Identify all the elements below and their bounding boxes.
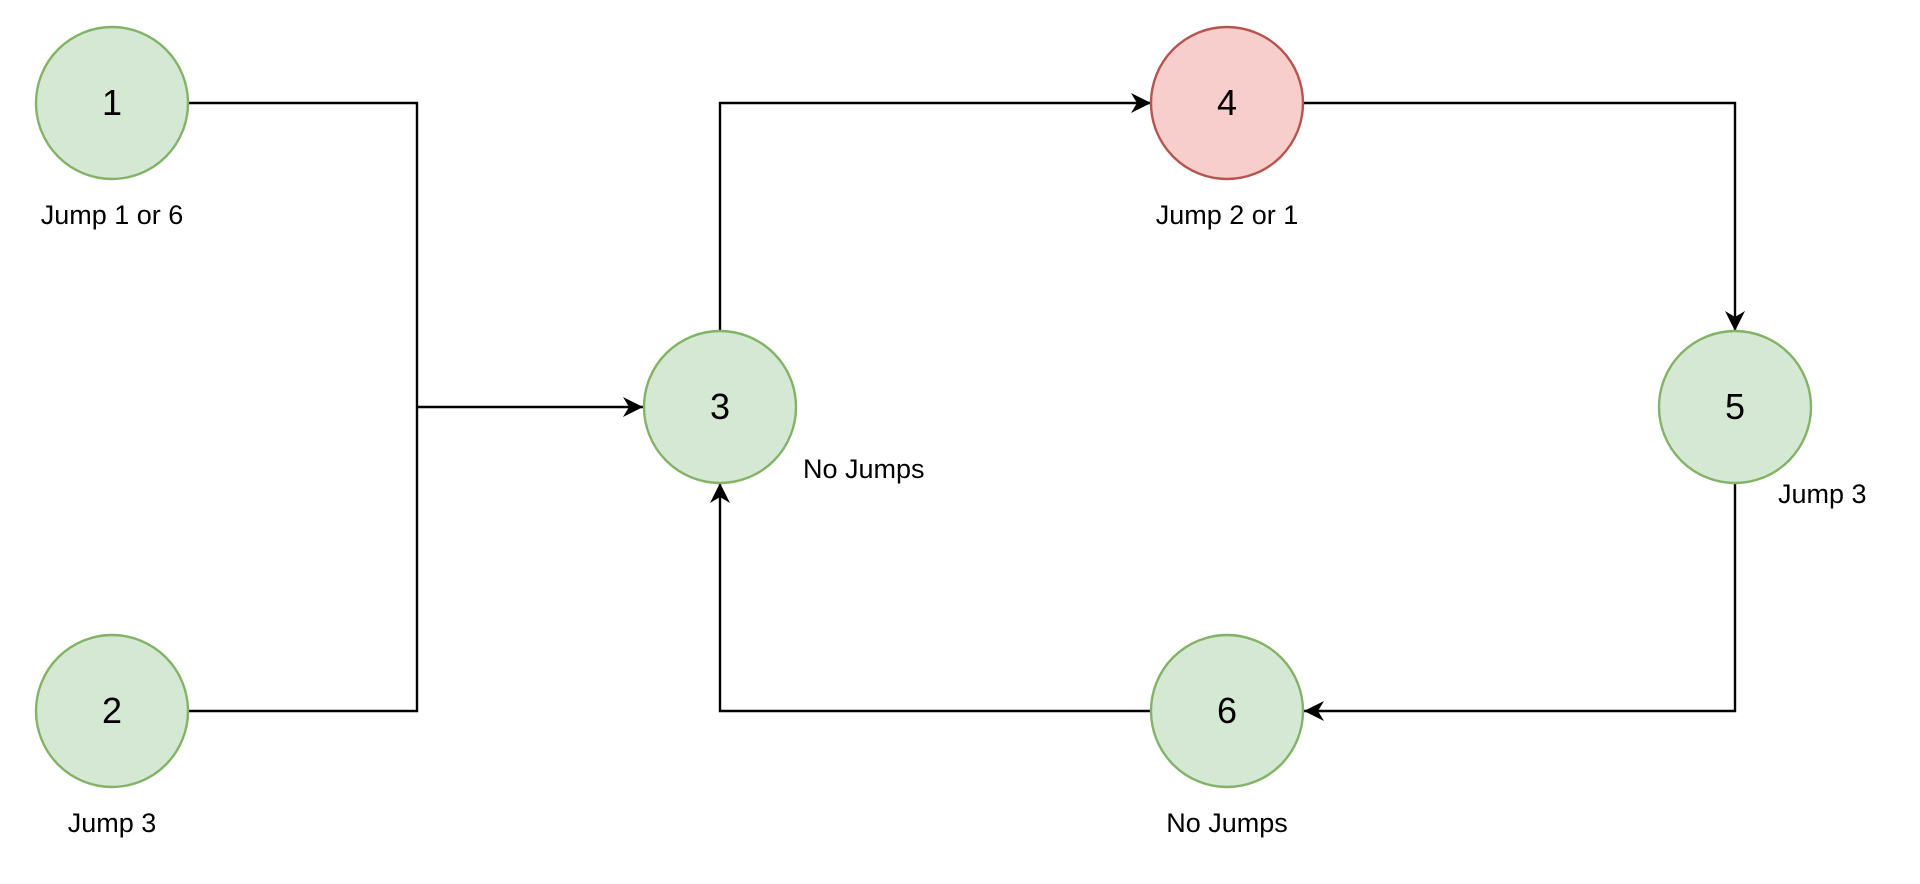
node-4-caption: Jump 2 or 1 [1155,200,1299,230]
edge-6-to-3 [710,483,1151,713]
node-1-caption: Jump 1 or 6 [40,200,184,230]
node-6-label: 6 [1216,690,1238,731]
node-6-caption: No Jumps [1166,808,1288,838]
node-5-label: 5 [1724,386,1746,427]
edge-3-to-4 [718,93,1151,331]
node-1-label: 1 [101,82,123,123]
node-3-label: 3 [709,386,731,427]
nodes [34,25,1813,789]
node-3[interactable] [642,329,798,485]
node-2-label: 2 [101,690,123,731]
edge-2-to-3 [188,407,419,713]
edge-4-to-5 [1304,101,1745,331]
edges [188,93,1745,721]
node-2[interactable] [34,633,190,789]
node-3-caption: No Jumps [803,454,925,484]
node-5[interactable] [1657,329,1813,485]
edge-5-to-6 [1304,483,1737,721]
edge-1-to-3 [188,101,419,407]
node-5-caption: Jump 3 [1778,479,1867,509]
node-4-label: 4 [1216,82,1238,123]
node-2-caption: Jump 3 [67,808,157,838]
node-4[interactable] [1149,25,1305,181]
node-1[interactable] [34,25,190,181]
node-6[interactable] [1149,633,1305,789]
